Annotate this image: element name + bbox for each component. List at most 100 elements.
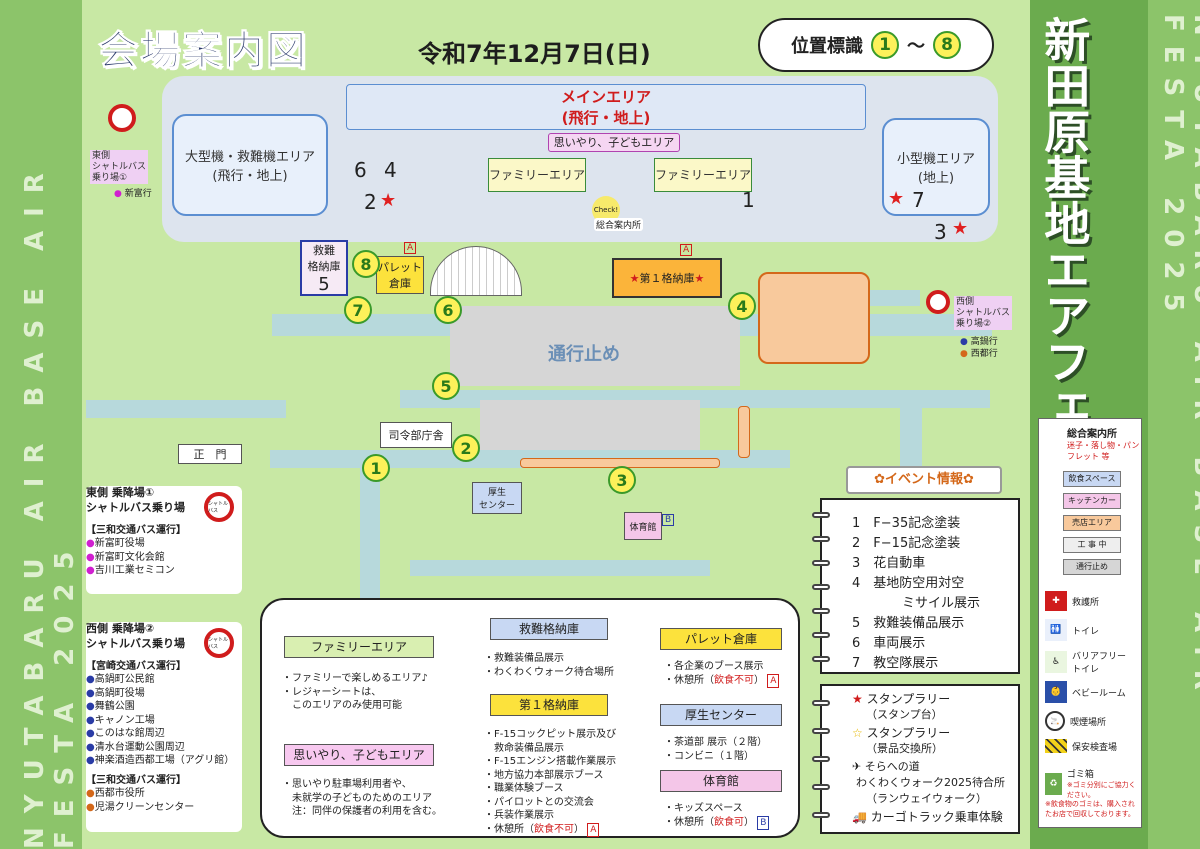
bus-west-box: 西側 乗降場② シャトルバス乗り場 【宮崎交通バス運行】 ●高鍋町公民館 ●高鍋… bbox=[86, 622, 242, 832]
pallet-rest-mark: A bbox=[404, 242, 417, 254]
rest-mark: A bbox=[767, 673, 780, 688]
legend-no-entry: 通行止め bbox=[1063, 559, 1121, 575]
large-aircraft-area[interactable]: 大型機・救難機エリア (飛行・地上) bbox=[172, 114, 328, 216]
page-title: 会場案内図 bbox=[98, 28, 308, 75]
legend-info: 総合案内所 迷子・落し物・パンフレット 等 bbox=[1045, 425, 1141, 462]
legend-barrier-free: ♿バリアフリートイレ bbox=[1045, 649, 1126, 675]
notebook-ring bbox=[812, 784, 830, 790]
shuttle-west-dest1-text: 高鍋行 bbox=[970, 337, 998, 347]
large-area-subtitle: (飛行・地上) bbox=[212, 169, 288, 184]
family-area-2[interactable]: ファミリーエリア bbox=[654, 158, 752, 192]
family-area-1[interactable]: ファミリーエリア bbox=[488, 158, 586, 192]
kindness-area-label[interactable]: 思いやり、子どもエリア bbox=[548, 133, 680, 152]
large-area-title: 大型機・救難機エリア bbox=[184, 150, 315, 165]
bus-east-stop-text: 新富町役場 bbox=[94, 538, 145, 550]
legend-toilet: 🚻トイレ bbox=[1045, 619, 1099, 641]
bus-west-title1: 西側 乗降場② bbox=[86, 622, 155, 635]
legend-rescue-line: ・わくわくウォーク待合場所 bbox=[484, 666, 614, 678]
legend-guard-label: 保安検査場 bbox=[1072, 742, 1118, 753]
bus-west-stop: ●舞鶴公園 bbox=[86, 701, 135, 713]
no-entry-zone-south bbox=[480, 400, 700, 450]
event-marker-1: 1 bbox=[742, 188, 755, 212]
road-west-stop bbox=[860, 290, 920, 306]
shuttle-west-label[interactable]: 西側 シャトルバス 乗り場② bbox=[954, 296, 1013, 331]
legend-barrier-free-label: バリアフリートイレ bbox=[1072, 652, 1127, 675]
event-text: F−15記念塗装 bbox=[873, 536, 961, 551]
legend-pallet-line: ・各企業のブース展示 bbox=[664, 661, 764, 672]
legend-kindness-notes: ・思いやり駐車場利用者や、 未就学の子どものためのエリア 注：同伴の保護者の利用… bbox=[282, 778, 442, 819]
legend-welfare-line: ・茶道部 展示（２階） bbox=[664, 737, 768, 748]
legend-hangar1-line: ・パイロットとの交流会 bbox=[484, 796, 594, 808]
legend-pallet-title: パレット倉庫 bbox=[660, 628, 782, 650]
legend-hangar1-line: 救命装備品展示 bbox=[484, 742, 564, 754]
notebook-ring bbox=[812, 584, 830, 590]
hangar-rest-mark: A bbox=[680, 244, 693, 256]
bus-east-company: 【三和交通バス運行】 bbox=[86, 524, 186, 536]
legend-trash-label: ゴミ箱 bbox=[1066, 770, 1094, 780]
event-date: 令和7年12月7日(日) bbox=[418, 40, 651, 68]
pallet-warehouse[interactable]: パレット 倉庫 bbox=[376, 256, 424, 294]
bus-west-stop: ●児湯クリーンセンター bbox=[86, 801, 195, 813]
legend-family-title: ファミリーエリア bbox=[284, 636, 434, 658]
legend-kindness-title: 思いやり、子どもエリア bbox=[284, 744, 434, 766]
rest-label: ・休憩所（ bbox=[664, 674, 714, 686]
main-gate[interactable]: 正 門 bbox=[178, 444, 242, 464]
bus-east-title2: シャトルバス乗り場 bbox=[86, 500, 185, 514]
extra-line: そらへの道 bbox=[864, 760, 920, 773]
event-num: 1 bbox=[852, 516, 861, 531]
hangar-1[interactable]: ★ 第１格納庫 ★ bbox=[612, 258, 722, 298]
extra-cargo: 🚚 カーゴトラック乗車体験 bbox=[852, 808, 1003, 825]
smoking-icon: 🚬 bbox=[1045, 711, 1065, 731]
bus-west-stop-text: このはな館周辺 bbox=[94, 728, 165, 740]
bus-west-stop-text: 児湯クリーンセンター bbox=[94, 801, 195, 813]
shop-area[interactable] bbox=[758, 272, 870, 364]
event-item-4b: ミサイル展示 bbox=[902, 592, 980, 611]
star-outline-icon: ☆ bbox=[852, 726, 863, 740]
legend-family-line: ・レジャーシートは、 bbox=[282, 686, 382, 698]
truck-icon: 🚚 bbox=[852, 810, 867, 824]
road-gate-vertical bbox=[360, 460, 380, 600]
baby-icon: 👶 bbox=[1045, 681, 1067, 703]
small-aircraft-area[interactable]: 小型機エリア (地上) bbox=[882, 118, 990, 216]
bus-west-stop: ●神楽酒造西都工場（アグリ館） bbox=[86, 755, 235, 767]
extra-runway-sub2: （ランウェイウォーク） bbox=[866, 792, 987, 805]
bus-stop-sign-icon: シャトルバス bbox=[204, 628, 234, 658]
legend-gym-notes: ・キッズスペース ・休憩所（飲食可） B bbox=[664, 802, 770, 830]
event-text: 車両展示 bbox=[873, 636, 926, 651]
gym-building[interactable]: 体育館 bbox=[624, 512, 662, 540]
left-brand-text: NYUTABARU AIR BASE AIR FESTA 2025 bbox=[20, 159, 80, 849]
shuttle-east-line1: 東側 bbox=[92, 151, 111, 161]
rescue-hangar[interactable]: 救難 格納庫 5 bbox=[300, 240, 348, 296]
legend-shop-chip: 売店エリア bbox=[1063, 515, 1121, 531]
event-item-6: 6 車両展示 bbox=[852, 632, 925, 651]
stamp-star-icon: ★ bbox=[380, 190, 397, 211]
legend-baby: 👶ベビールーム bbox=[1045, 681, 1126, 703]
rest-note: 飲食不可 bbox=[534, 823, 574, 835]
position-sign-1: 1 bbox=[362, 454, 390, 482]
legend-rescue-notes: ・救難装備品展示 ・わくわくウォーク待合場所 bbox=[484, 652, 614, 679]
shuttle-east-label[interactable]: 東側 シャトルバス 乗り場① bbox=[90, 150, 149, 185]
bus-west-stop-text: 高鍋町役場 bbox=[94, 687, 145, 699]
welfare-center[interactable]: 厚生 センター bbox=[472, 482, 522, 514]
info-center-label[interactable]: 総合案内所 bbox=[594, 218, 644, 231]
position-sign-6: 6 bbox=[434, 296, 462, 324]
bus-east-stop-text: 新富町文化会館 bbox=[94, 551, 165, 563]
toilet-icon: 🚻 bbox=[1045, 619, 1067, 641]
bus-stop-sign-icon: シャトルバス bbox=[204, 492, 234, 522]
plane-icon: ✈ bbox=[852, 760, 862, 773]
bus-west-sign-text: シャトルバス bbox=[208, 637, 229, 650]
event-marker-7: 7 bbox=[912, 188, 925, 212]
event-item-1: 1 F−35記念塗装 bbox=[852, 512, 960, 531]
legend-food: 飲食スペース bbox=[1063, 471, 1121, 487]
bus-west-stop: ●清水台運動公園周辺 bbox=[86, 741, 185, 753]
event-marker-3: 3 bbox=[934, 220, 947, 244]
bus-west-stop-text: 高鍋町公民館 bbox=[94, 674, 155, 686]
bus-stop-west-icon bbox=[926, 290, 950, 314]
legend-welfare-notes: ・茶道部 展示（２階） ・コンビニ（１階） bbox=[664, 736, 767, 763]
bus-west-title2: シャトルバス乗り場 bbox=[86, 636, 185, 650]
legend-hangar1-line: ・地方協力本部展示ブース bbox=[484, 769, 604, 781]
main-area[interactable]: メインエリア (飛行・地上) bbox=[346, 84, 866, 130]
hq-building[interactable]: 司令部庁舎 bbox=[380, 422, 452, 448]
event-item-4: 4 基地防空用対空 bbox=[852, 572, 964, 591]
event-num: 5 bbox=[852, 616, 861, 631]
